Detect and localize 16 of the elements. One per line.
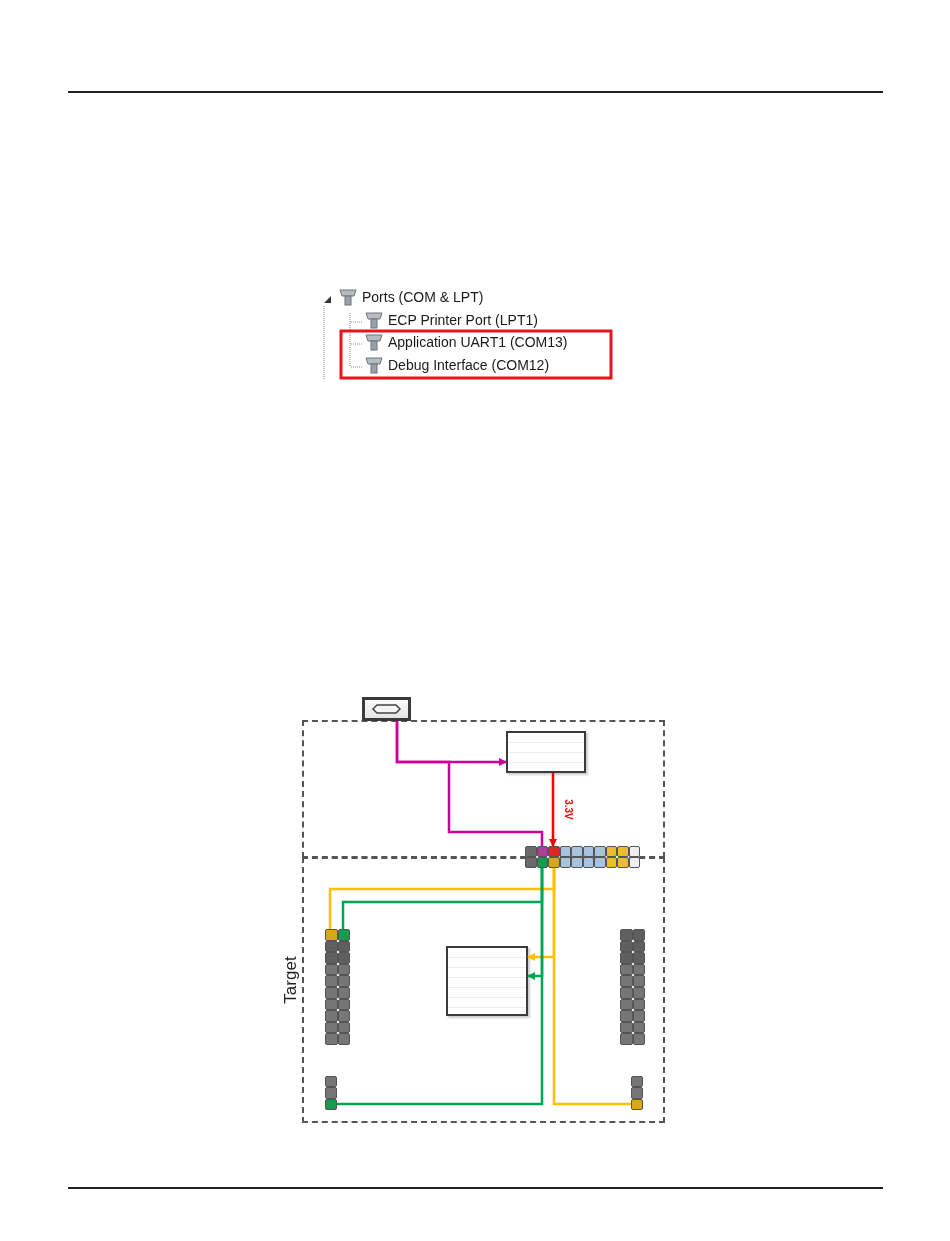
dashed-region: [302, 857, 665, 1123]
pin-header: [620, 929, 645, 1045]
module-box: [506, 731, 586, 773]
module-box: [446, 946, 528, 1016]
pin-header: [325, 929, 350, 1045]
connector-arrow: [549, 773, 557, 847]
tree-item-label: Debug Interface (COM12): [388, 357, 550, 373]
edge-label: 3.3V: [562, 799, 574, 820]
tree-item-label: Ports (COM & LPT): [362, 289, 484, 305]
pin-header: [631, 1076, 643, 1110]
tree-item-label: ECP Printer Port (LPT1): [388, 312, 538, 328]
region-label: Target: [280, 956, 301, 1004]
tree-item-label: Application UART1 (COM13): [388, 334, 568, 350]
pin-header: [525, 846, 640, 868]
pin-header: [325, 1076, 337, 1110]
usb-connector: [362, 697, 411, 721]
